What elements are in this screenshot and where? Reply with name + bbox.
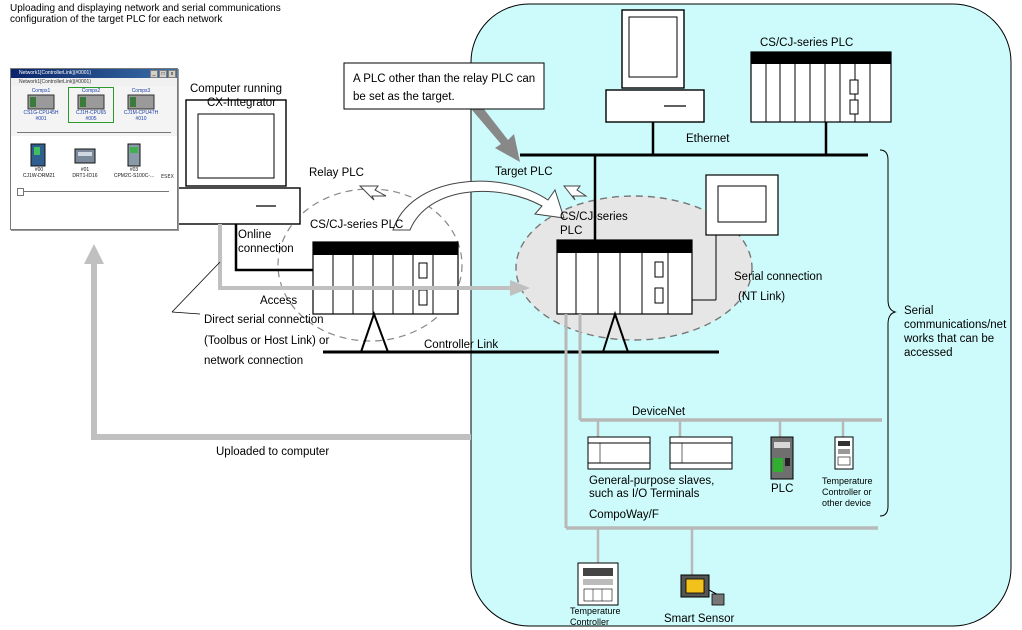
device-address: #00 [34,167,44,173]
temp-ctrl-label-1: Temperature [570,606,621,616]
serial-comms-label-1: Serial [904,305,934,317]
plc-label: PLC [771,483,794,495]
target-callout-text: A PLC other than the relay PLC can be se… [353,73,536,103]
node-unit-1[interactable]: Comps1 CS1G-CPU45H #001 [19,88,63,122]
target-plc-label: Target PLC [495,166,553,178]
ethernet-label: Ethernet [686,133,730,145]
serial-comms-label-3: works that can be [904,333,995,345]
device-address: #03 [129,167,139,173]
temp-ctrl-label-2: Controller [570,617,610,627]
serial-connection-label: Serial connection [734,271,823,283]
window-controls: _ □ x [150,70,176,78]
top-cs-cj-plc-icon [750,51,892,123]
temp-ctrl-other-label-1: Temperature [822,476,873,486]
access-label: Access [260,295,298,307]
io-terminal-icon-2 [669,436,733,470]
ethernet-computer-icon [605,9,705,123]
direct-serial-label-3: network connection [204,355,304,367]
uploading-description: Uploading and displaying network and ser… [10,3,281,25]
relay-plc-icon [312,241,459,315]
controller-link-label: Controller Link [424,339,499,351]
device-address: #01 [80,167,90,173]
relay-pointer-arrow [358,185,387,201]
compoway-temperature-controller-icon [577,562,619,606]
relay-plc-label: Relay PLC [309,167,364,179]
unit-model: CS1G-CPU45H [23,110,59,116]
smart-sensor-icon [680,574,725,606]
device-model: CPM2C-S100C-... [113,173,155,179]
close-icon[interactable]: x [168,70,176,78]
small-plc-icon [770,436,794,480]
unit-address: #005 [85,116,97,122]
general-purpose-label-1: General-purpose slaves, [589,475,715,487]
plc-node-icon [127,94,155,110]
cx-integrator-computer-icon [171,99,301,225]
target-callout-box [343,62,545,110]
target-plc-model-label-2: PLC [560,225,583,237]
device-bus-line [17,191,169,192]
serial-comms-label-4: accessed [904,347,953,359]
network-node-panel: Comps1 CS1G-CPU45H #001 Comps2 CJ1H-CPU6… [11,86,177,136]
access-arrow [218,224,512,290]
accessible-networks-brace [879,149,897,517]
relay-to-target-arrow [392,180,565,231]
minimize-icon[interactable]: _ [150,70,158,78]
target-pointer-arrow [472,104,520,162]
devicenet-label: DeviceNet [632,406,686,418]
plc-node-icon [77,94,105,110]
device-model: DRT1-ID16 [72,173,98,179]
general-purpose-label-2: such as I/O Terminals [589,488,700,500]
cx-integrator-label: CX-Integrator [207,97,277,109]
serial-comms-label-2: communications/net [904,319,1007,331]
node-unit-2[interactable]: Comps2 CJ1H-CPU65 #005 [68,87,114,123]
temp-ctrl-other-label-2: Controller or [822,487,872,497]
device-list-panel: #00 CJ1W-DRM21 #01 DRT1-ID16 #03 CPM2C-S… [11,137,177,229]
connection-label: connection [238,243,294,255]
device-model: CJ1W-DRM21 [22,173,56,179]
scroll-handle[interactable] [17,188,24,196]
unit-address: #010 [135,116,147,122]
unit-caption: Comps2 [81,88,101,94]
device-unit-3[interactable]: #03 CPM2C-S100C-... [111,143,157,179]
nt-link-label: (NT Link) [738,291,786,303]
compoway-label: CompoWay/F [589,509,659,521]
controller-module-icon [127,143,141,167]
device-unit-1[interactable]: #00 CJ1W-DRM21 [19,143,59,179]
direct-serial-label-1: Direct serial connection [204,314,324,326]
module-icon [30,143,46,167]
nt-link-terminal-icon [663,174,779,301]
direct-serial-label-2: (Toolbus or Host Link) or [204,335,330,347]
target-label-pointer-arrow [562,185,588,201]
top-plc-label: CS/CJ-series PLC [760,37,854,49]
cx-integrator-window: Network1[ControllerLink](#0001) _ □ x Ne… [10,68,178,230]
target-plc-model-label-1: CS/CJ-series [560,211,628,223]
online-label: Online [238,229,272,241]
target-plc-icon [556,239,693,315]
unit-caption: Comps1 [31,88,51,94]
unit-caption: Comps3 [131,88,151,94]
io-terminal-icon-1 [587,436,651,470]
computer-running-label: Computer running [190,83,283,95]
temp-ctrl-other-label-3: other device [822,498,872,508]
upload-arrow [91,262,471,440]
unit-model: CJ1H-CPU65 [75,110,107,116]
unit-model: CJ1M-CPU47H [123,110,159,116]
plc-node-icon [27,94,55,110]
node-unit-3[interactable]: Comps3 CJ1M-CPU47H #010 [119,88,163,122]
unit-address: #001 [35,116,47,122]
uploaded-to-computer-label: Uploaded to computer [216,446,330,458]
devicenet-temperature-controller-icon [834,436,854,470]
window-title: Network1[ControllerLink](#0001) [11,69,177,78]
smart-sensor-label: Smart Sensor [664,613,735,625]
window-subtitle: Network1[ControllerLink](#0001) [11,78,177,86]
io-module-icon [74,148,96,164]
accessible-network-area [470,3,1012,627]
network-bus-line [17,132,171,133]
maximize-icon[interactable]: □ [159,70,167,78]
device-unit-2[interactable]: #01 DRT1-ID16 [65,143,105,179]
relay-plc-model-label: CS/CJ-series PLC [310,219,404,231]
extra-unit-label: ESEX [161,174,174,180]
